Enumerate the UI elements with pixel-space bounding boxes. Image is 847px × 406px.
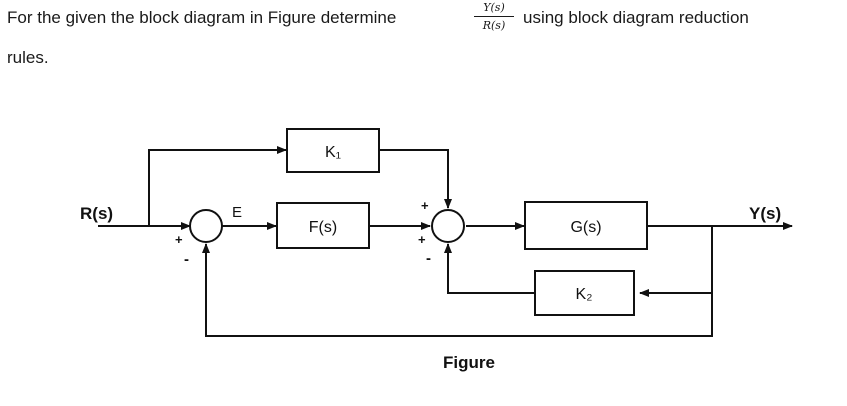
question-line1-suffix: using block diagram reduction (523, 8, 749, 27)
block-k1 (286, 128, 380, 173)
k1-output-line (380, 149, 452, 209)
sum1-minus-sign: - (184, 251, 189, 268)
input-label: R(s) (80, 204, 113, 223)
block-f-label: F(s) (309, 219, 337, 236)
sum2-minus-sign: - (426, 250, 431, 267)
block-k1-label: K₁ (325, 144, 341, 161)
outer-feedback-line (202, 226, 713, 337)
block-g-label: G(s) (570, 219, 601, 236)
block-k2 (534, 270, 635, 316)
fraction-denominator: R(s) (482, 19, 506, 32)
error-label: E (232, 204, 242, 221)
sum1-plus-sign: + (175, 232, 183, 247)
output-label: Y(s) (749, 204, 781, 223)
fraction-numerator: Y(s) (474, 0, 514, 17)
feedforward-line-to-k1 (148, 146, 287, 226)
sum2-top-plus-sign: + (421, 198, 429, 213)
k2-output-line (444, 243, 534, 294)
block-g (524, 201, 648, 250)
transfer-function-fraction: Y(s) R(s) (474, 0, 514, 33)
question-line2: rules. (7, 48, 49, 67)
summing-junction-2 (431, 209, 465, 243)
summing-junction-1 (189, 209, 223, 243)
block-k2-label: K₂ (576, 286, 593, 303)
question-line1-prefix: For the given the block diagram in Figur… (7, 8, 397, 27)
block-f (276, 202, 370, 249)
figure-caption: Figure (443, 353, 495, 372)
sum2-left-plus-sign: + (418, 232, 426, 247)
inner-feedback-line (639, 226, 713, 297)
